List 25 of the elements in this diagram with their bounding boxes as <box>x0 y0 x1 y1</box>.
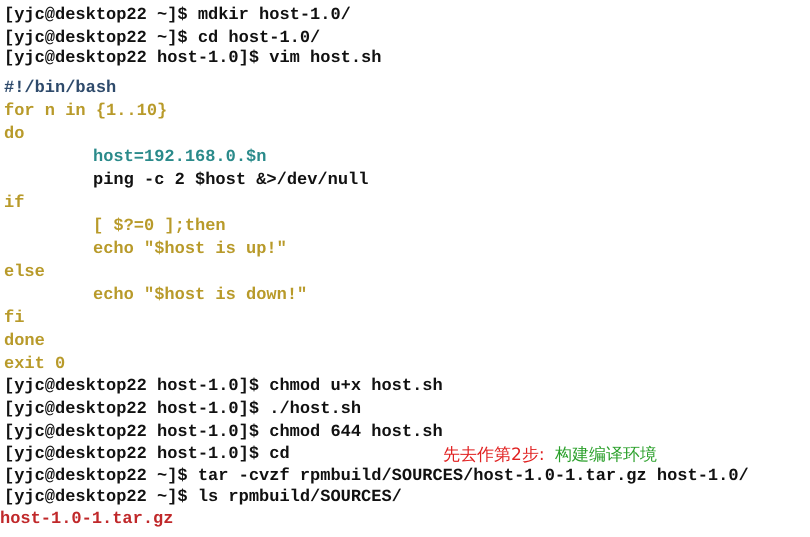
terminal-output: host-1.0-1.tar.gz <box>0 510 174 530</box>
code-line: ping -c 2 $host &>/dev/null <box>93 171 368 191</box>
terminal-line: [yjc@desktop22 host-1.0]$ cd <box>4 445 290 465</box>
code-line: fi <box>4 309 24 329</box>
code-line: done <box>4 332 45 352</box>
terminal-line: [yjc@desktop22 ~]$ mdkir host-1.0/ <box>4 6 351 26</box>
terminal-line: [yjc@desktop22 host-1.0]$ chmod u+x host.sh <box>4 377 443 397</box>
annotation-note: 先去作第2步: <box>443 445 545 465</box>
annotation-note: 构建编译环境 <box>555 445 657 465</box>
code-line: [ $?=0 ];then <box>93 217 226 237</box>
code-line: if <box>4 194 24 214</box>
code-line: echo "$host is up!" <box>93 240 287 260</box>
code-line: host=192.168.0.$n <box>93 148 266 168</box>
code-line: else <box>4 263 45 283</box>
terminal-line: [yjc@desktop22 host-1.0]$ chmod 644 host.sh <box>4 423 443 443</box>
terminal-line: [yjc@desktop22 ~]$ cd host-1.0/ <box>4 29 320 49</box>
terminal-line: [yjc@desktop22 host-1.0]$ ./host.sh <box>4 400 362 420</box>
code-line: for n in {1..10} <box>4 102 168 122</box>
terminal-line: [yjc@desktop22 host-1.0]$ vim host.sh <box>4 49 382 69</box>
terminal-line: [yjc@desktop22 ~]$ ls rpmbuild/SOURCES/ <box>4 488 402 508</box>
terminal-line: [yjc@desktop22 ~]$ tar -cvzf rpmbuild/SOURCES/host-1.0-1.tar.gz host-1.0/ <box>4 467 749 487</box>
code-line: echo "$host is down!" <box>93 286 308 306</box>
code-line: exit 0 <box>4 355 66 375</box>
code-line: do <box>4 125 24 145</box>
code-line: #!/bin/bash <box>4 79 116 99</box>
